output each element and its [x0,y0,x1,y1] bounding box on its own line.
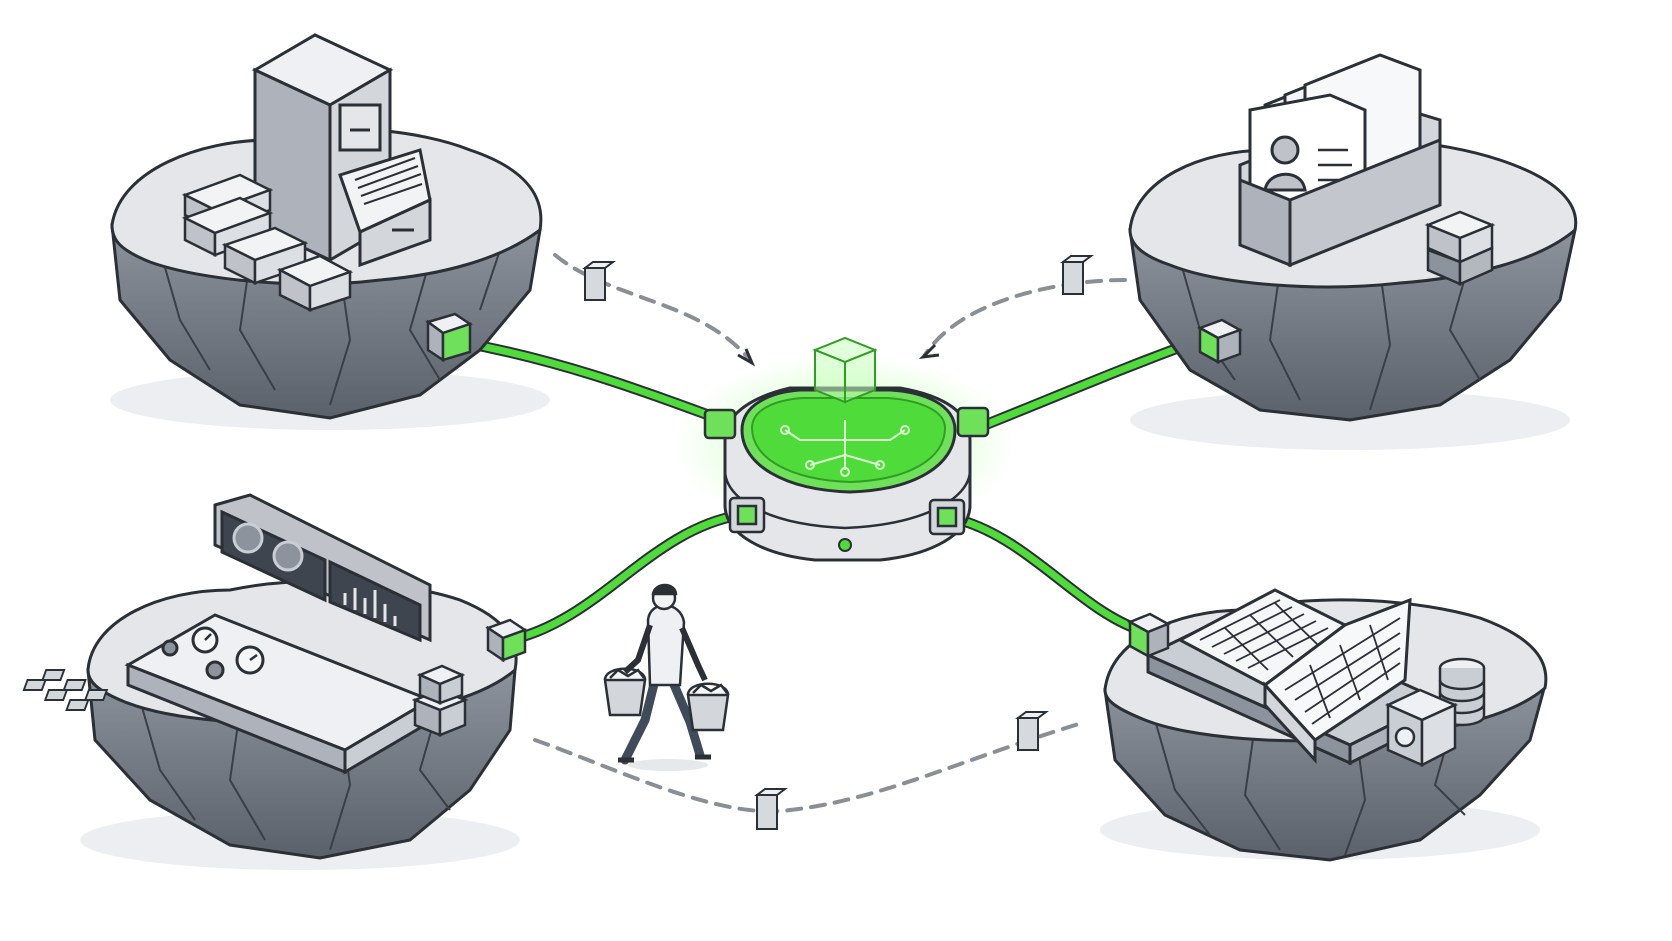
island-ledger[interactable] [1100,588,1548,862]
dashed-path-top-right [923,278,1127,357]
central-integration-hub-icon[interactable] [675,336,1015,562]
island-control-panel[interactable] [22,493,528,870]
port-connector-icon [485,618,528,663]
data-cube-icon [1060,255,1094,295]
glowing-cube-icon [812,336,878,404]
dashed-path-top-left [553,253,752,362]
arrow-top-right-icon [918,343,940,360]
port-connector-icon [1127,612,1171,659]
hub-status-led-icon [838,538,852,552]
manual-paths [533,253,1127,814]
dashed-path-bottom [533,720,1087,814]
coins-and-safe-icon [1384,657,1486,768]
port-connector-icon [425,312,473,363]
ledger-book-icon [1144,588,1444,766]
island-records-archive[interactable] [110,33,550,430]
floating-data-cubes [582,255,1094,830]
hub-ports [703,406,990,536]
arrow-top-left-icon [737,348,756,367]
island-contacts-directory[interactable] [1128,53,1578,450]
data-cube-icon [754,788,788,830]
person-carrying-buckets-icon [603,583,730,771]
card-file-icon [1238,53,1442,268]
archive-boxes-icon [181,173,354,313]
arrowheads [737,343,940,367]
filing-cabinet-icon [251,33,432,268]
data-stack-icon [1424,210,1496,286]
data-cube-icon [1015,711,1049,751]
port-connector-icon [1196,318,1244,365]
data-cube-icon [582,261,616,301]
small-crates-icon [411,664,469,737]
dashboard-console-icon [22,493,434,775]
rock-cracks [159,249,501,406]
circuit-traces-icon [780,420,910,477]
